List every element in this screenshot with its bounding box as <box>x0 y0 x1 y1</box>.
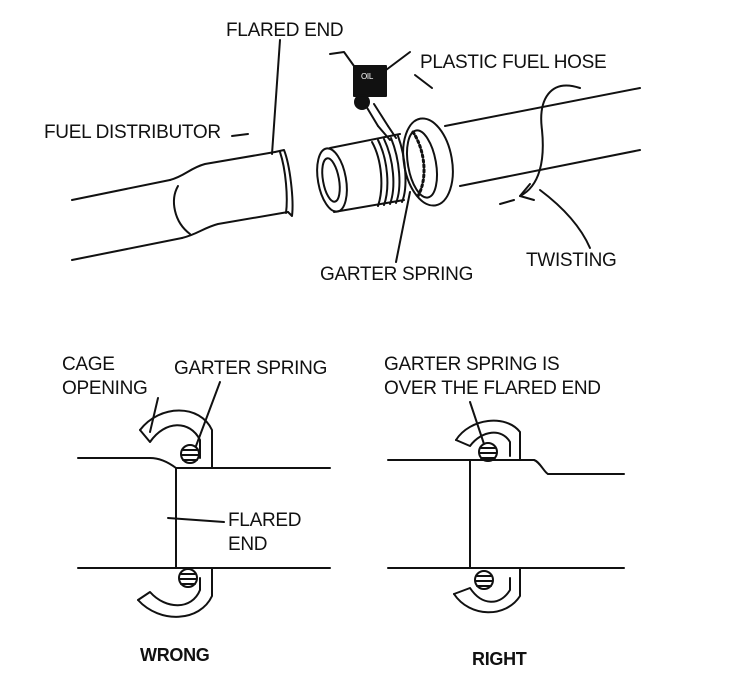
label-cage-opening-2: OPENING <box>62 378 148 399</box>
label-garter-spring-top: GARTER SPRING <box>320 264 474 285</box>
label-garter-over-1: GARTER SPRING IS <box>384 354 560 375</box>
label-flared-wrong-1: FLARED <box>228 510 302 531</box>
label-wrong: WRONG <box>140 645 210 665</box>
label-garter-over-2: OVER THE FLARED END <box>384 378 601 399</box>
label-cage-opening-1: CAGE <box>62 354 115 375</box>
label-plastic-fuel-hose: PLASTIC FUEL HOSE <box>420 52 607 73</box>
label-twisting: TWISTING <box>526 250 617 271</box>
label-oil-can: OIL <box>361 72 373 81</box>
label-flared-wrong-2: END <box>228 534 268 555</box>
plastic-fuel-hose <box>316 87 641 213</box>
fuel-distributor-pipe <box>71 149 294 261</box>
right-cross-section <box>387 419 625 614</box>
label-fuel-distributor: FUEL DISTRIBUTOR <box>44 122 221 143</box>
label-flared-end: FLARED END <box>226 20 344 41</box>
wrong-cross-section <box>77 409 331 618</box>
label-garter-spring-wrong: GARTER SPRING <box>174 358 328 379</box>
oil-can-icon <box>329 51 411 141</box>
twisting-arrow <box>499 84 591 249</box>
label-right: RIGHT <box>472 649 527 669</box>
